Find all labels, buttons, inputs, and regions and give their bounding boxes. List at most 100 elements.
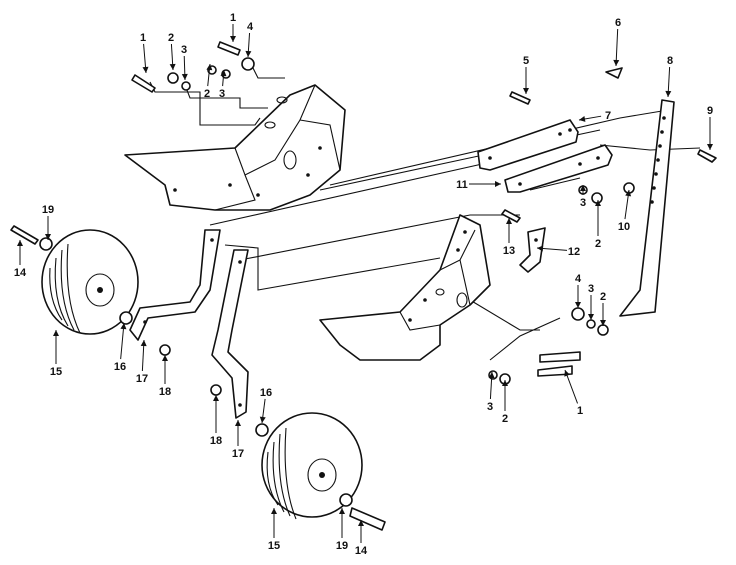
callout-number: 1 <box>577 405 583 417</box>
callout-15: 15 <box>268 508 280 552</box>
callout-11: 11 <box>456 179 501 191</box>
right-frame-bracket <box>319 214 491 361</box>
callout-arrowhead <box>206 64 213 71</box>
callout-number: 14 <box>14 267 27 279</box>
callout-number: 2 <box>600 291 606 303</box>
callout-arrowhead <box>564 370 570 377</box>
callout-number: 2 <box>595 238 601 250</box>
callout-arrowhead <box>523 88 529 94</box>
callout-number: 10 <box>618 221 630 233</box>
bolt-1-top <box>217 41 241 56</box>
callout-number: 19 <box>336 540 348 552</box>
callout-arrowhead <box>259 416 266 423</box>
guide-line-bar-bolt <box>599 144 701 151</box>
callout-1: 1 <box>564 369 583 417</box>
callout-arrowhead <box>595 200 601 206</box>
callout-8: 8 <box>665 55 673 98</box>
callout-4: 4 <box>245 21 254 58</box>
nut-2-mid <box>591 192 603 204</box>
callout-number: 3 <box>580 197 586 209</box>
callout-arrowhead <box>271 508 277 514</box>
callout-arrowhead <box>613 59 620 66</box>
callout-arrowhead <box>339 508 345 514</box>
callout-arrowhead <box>588 314 594 320</box>
callout-arrowhead <box>213 395 219 401</box>
callout-number: 11 <box>456 179 468 191</box>
guide-line-long-lower <box>209 159 501 226</box>
assembly-guide-lines <box>149 61 701 361</box>
callout-17: 17 <box>232 420 244 460</box>
left-wheel <box>41 229 139 335</box>
washer-19-right <box>339 493 353 507</box>
right-wheel-arm <box>211 249 249 419</box>
callout-4: 4 <box>575 273 582 308</box>
callout-arrowhead <box>575 302 581 308</box>
washer-16-right <box>255 423 269 437</box>
callout-arrowhead <box>169 63 176 70</box>
callout-number: 4 <box>247 21 254 33</box>
callout-number: 12 <box>568 246 580 258</box>
callout-number: 9 <box>707 105 713 117</box>
callout-arrowhead <box>707 144 713 150</box>
callout-16: 16 <box>114 322 127 373</box>
callout-number: 2 <box>502 413 508 425</box>
callout-number: 5 <box>523 55 529 67</box>
callout-6: 6 <box>613 17 621 67</box>
callout-19: 19 <box>42 204 54 240</box>
callout-number: 3 <box>181 44 187 56</box>
callout-arrowhead <box>625 190 632 197</box>
callout-2: 2 <box>600 291 606 326</box>
callout-arrowhead <box>142 66 149 73</box>
callout-number: 1 <box>230 12 236 24</box>
callout-arrowhead <box>665 90 672 97</box>
callout-arrowhead <box>140 340 147 347</box>
callout-arrowhead <box>358 520 364 526</box>
callout-number: 3 <box>487 401 493 413</box>
callout-1: 1 <box>140 32 149 74</box>
callout-5: 5 <box>523 55 529 94</box>
callout-leader <box>615 28 619 67</box>
washer-4-top <box>241 57 255 71</box>
guide-line-right-bolt <box>489 317 561 361</box>
callout-number: 2 <box>168 32 174 44</box>
hook-bracket <box>519 227 546 273</box>
nut-18-left <box>159 344 171 356</box>
callout-3: 3 <box>219 69 227 100</box>
callout-leader <box>120 322 125 360</box>
washer-4-right <box>571 307 585 321</box>
washer-19-left <box>39 237 53 251</box>
callout-number: 2 <box>204 88 210 100</box>
callout-2: 2 <box>595 200 601 250</box>
callout-number: 15 <box>50 366 62 378</box>
guide-line-long-upper <box>329 109 669 186</box>
callout-14: 14 <box>14 240 27 279</box>
callout-arrowhead <box>579 116 586 122</box>
callout-arrowhead <box>45 234 51 240</box>
callout-number: 4 <box>575 273 582 285</box>
callout-3: 3 <box>181 44 188 81</box>
bolt-1-right-a <box>539 351 581 363</box>
callout-arrowhead <box>488 372 495 379</box>
right-wheel <box>261 412 363 520</box>
callout-arrowhead <box>53 330 59 336</box>
callout-3: 3 <box>487 371 495 413</box>
bolt-5 <box>509 91 531 105</box>
callout-arrowhead <box>181 73 188 80</box>
callout-3: 3 <box>580 185 586 209</box>
callout-number: 14 <box>355 545 368 557</box>
nut-2-right <box>597 324 609 336</box>
callout-arrowhead <box>162 355 168 361</box>
callout-number: 18 <box>210 435 222 447</box>
bolt-1-left <box>131 74 156 93</box>
callout-arrowhead <box>245 50 252 57</box>
lower-cross-plate <box>504 144 613 193</box>
depth-bar <box>619 99 675 317</box>
bolt-13 <box>501 209 521 223</box>
callout-15: 15 <box>50 330 62 378</box>
callout-2: 2 <box>502 380 508 425</box>
callout-number: 13 <box>503 245 515 257</box>
callout-number: 3 <box>588 283 594 295</box>
left-wheel-arm <box>129 229 221 341</box>
